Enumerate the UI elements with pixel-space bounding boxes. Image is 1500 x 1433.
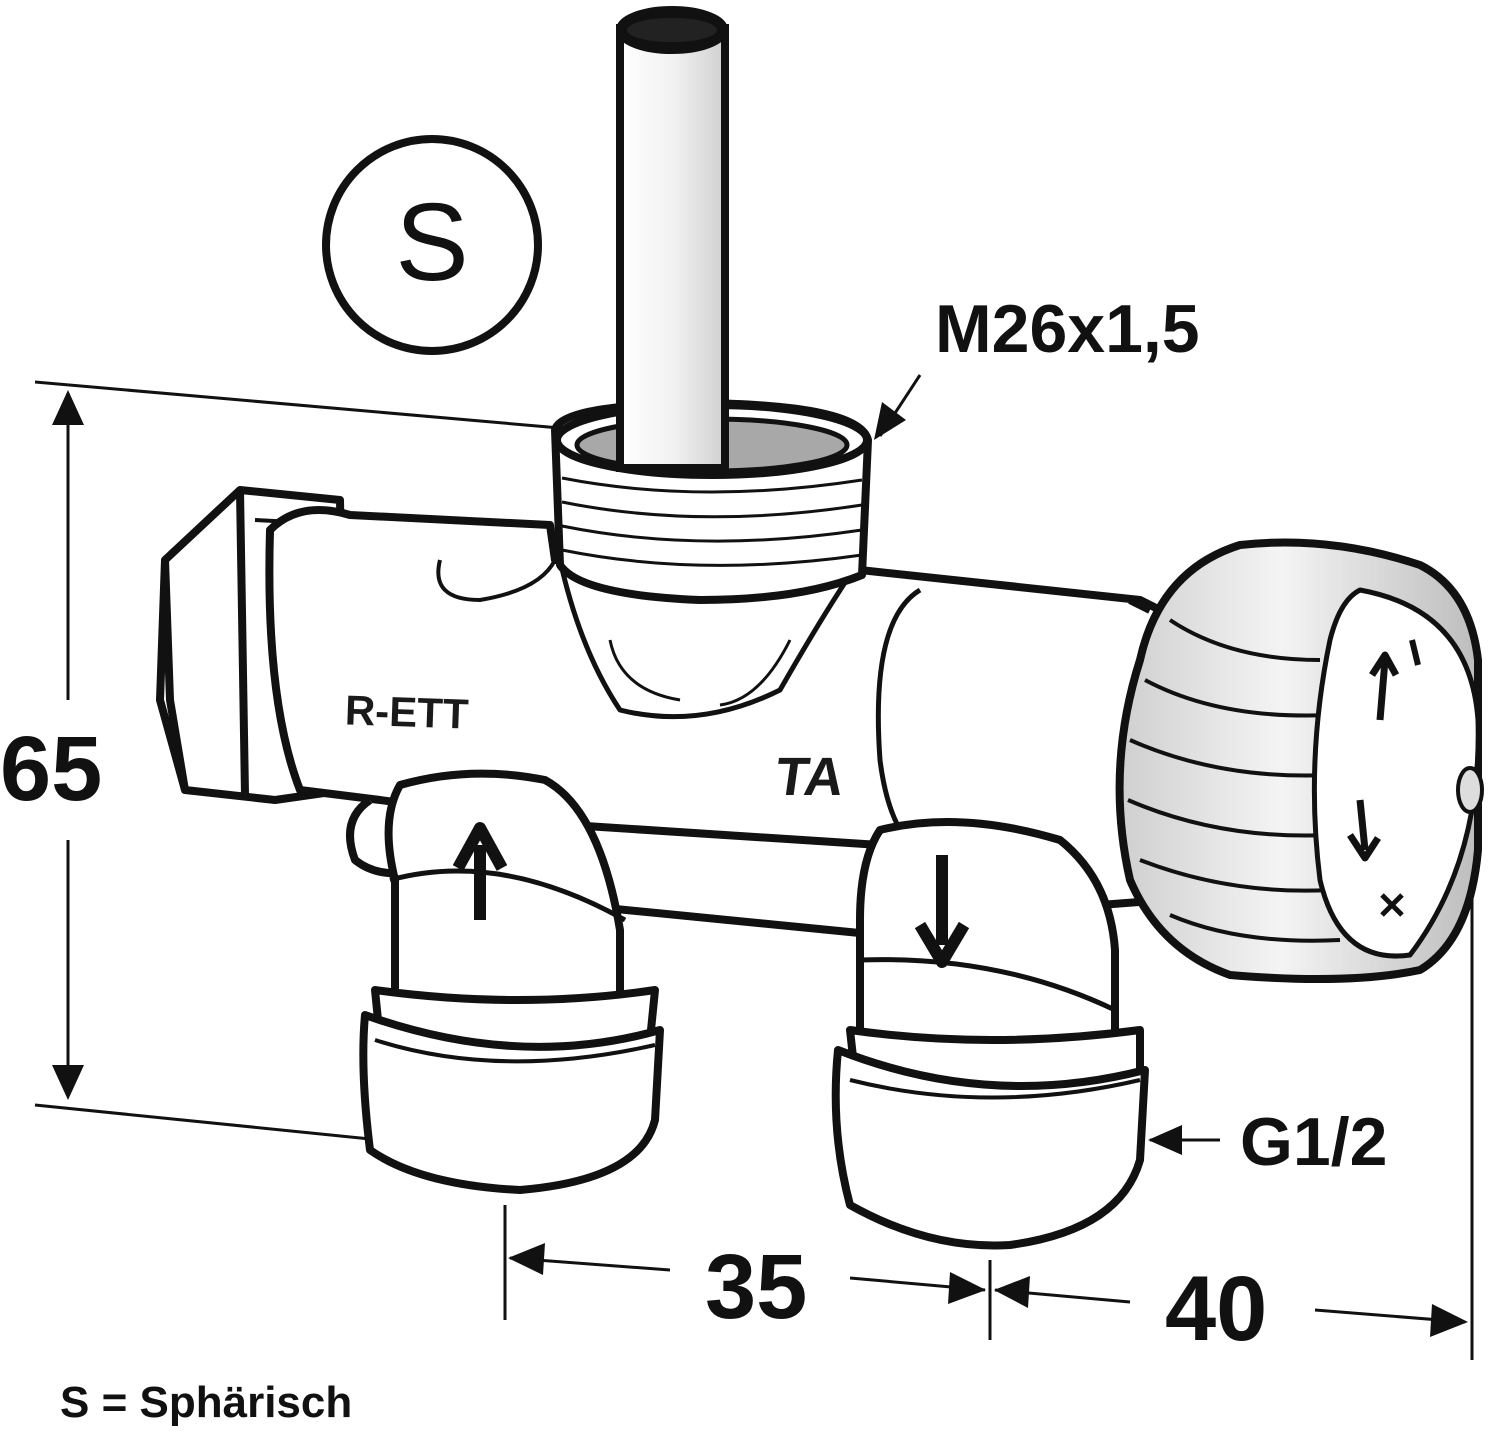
thread-top-label: M26x1,5 — [935, 291, 1200, 367]
vertical-pipe — [616, 6, 729, 472]
brand-left-engraving: R-ETT — [344, 686, 470, 737]
brand-right-engraving: TA — [772, 747, 848, 807]
dimension-arrowheads — [52, 390, 1468, 1337]
thread-bottom-label: G1/2 — [1240, 1104, 1387, 1180]
symbol-letter: S — [395, 181, 468, 304]
height-dimension-label: 65 — [0, 718, 102, 820]
adjustment-knob — [1115, 538, 1484, 983]
spherical-symbol: S — [322, 135, 542, 355]
spacing-dimension-label: 35 — [705, 1236, 807, 1338]
right-leg-fitting — [831, 818, 1149, 1250]
left-leg-fitting — [359, 769, 664, 1194]
offset-dimension-label: 40 — [1165, 1258, 1267, 1360]
symbol-legend-caption: S = Sphärisch — [60, 1378, 353, 1427]
